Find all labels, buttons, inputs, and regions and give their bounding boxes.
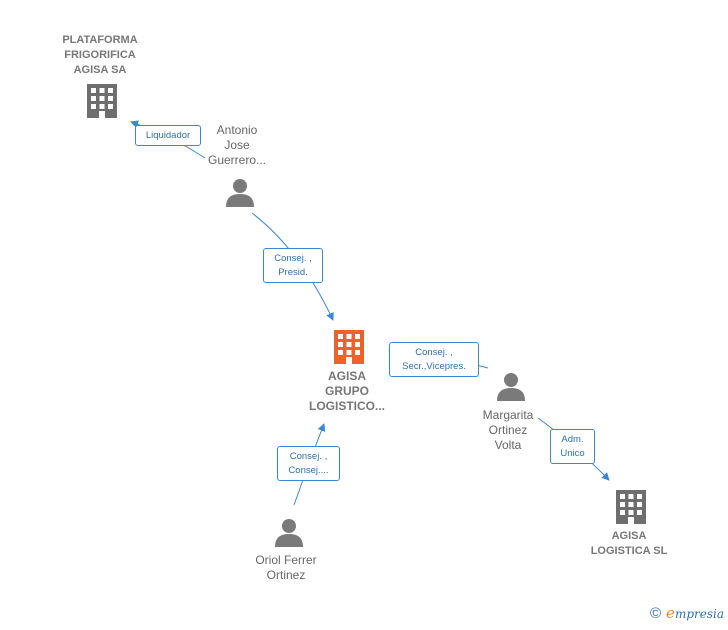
node-label-agisa-grupo[interactable]: AGISA GRUPO LOGISTICO... (308, 369, 385, 413)
node-label-antonio[interactable]: Antonio Jose Guerrero... (207, 123, 267, 167)
node-label-oriol[interactable]: Oriol Ferrer Ortinez (255, 553, 317, 582)
agisa-logistica-building-icon[interactable] (616, 490, 646, 524)
node-label-margarita[interactable]: Margarita Ortinez Volta (482, 408, 534, 452)
edge-label-antonio-grupo[interactable]: Consej. , Presid. (263, 248, 323, 283)
brand-logo: empresia (666, 604, 724, 622)
plataforma-building-icon[interactable] (87, 84, 117, 118)
edge-label-oriol-grupo[interactable]: Consej. , Consej.... (277, 446, 340, 481)
agisa-grupo-building-icon[interactable] (334, 330, 364, 364)
edge-label-margarita-grupo[interactable]: Consej. , Secr.,Vicepres. (389, 342, 479, 377)
margarita-person-icon[interactable] (497, 373, 525, 401)
antonio-person-icon[interactable] (226, 179, 254, 207)
empresia-brand[interactable]: © empresia (650, 604, 724, 622)
oriol-person-icon[interactable] (275, 519, 303, 547)
node-label-agisa-logistica[interactable]: AGISA LOGISTICA SL (590, 530, 668, 557)
edge-label-margarita-logistica[interactable]: Adm. Unico (550, 429, 595, 464)
copyright-icon: © (649, 604, 662, 622)
edge-label-liquidador[interactable]: Liquidador (135, 125, 201, 146)
node-label-plataforma[interactable]: PLATAFORMA FRIGORIFICA AGISA SA (62, 34, 138, 76)
